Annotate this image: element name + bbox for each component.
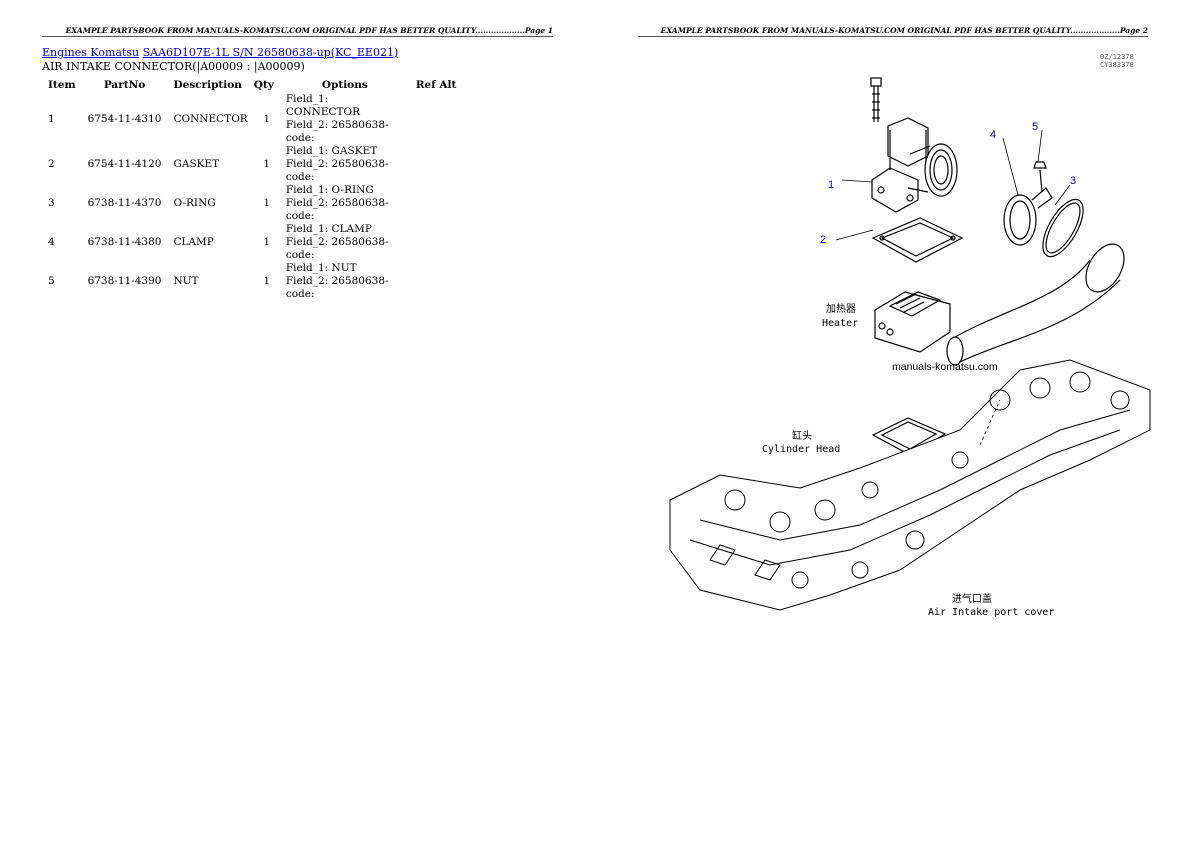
gasket-drawing [871,217,964,263]
cell-ref-alt [410,262,463,301]
cell-qty: 1 [263,112,271,125]
callout-3: 3 [1070,175,1076,187]
air-intake-cover-label-en: Air Intake port cover [928,607,1054,618]
leader-lines [835,129,1071,446]
option-line: Field_1: GASKET [285,145,378,157]
cylinder-head-label-cn: 缸头 [792,429,812,442]
callout-4: 4 [990,129,996,141]
column-header-options: Options [321,79,368,91]
section-title: AIR INTAKE CONNECTOR(|A00009 : |A00009) [42,60,305,73]
callout-5: 5 [1032,121,1038,133]
parts-table: Item PartNo Description Qty Options Ref … [42,77,462,301]
page-header-left: EXAMPLE PARTSBOOK FROM MANUALS-KOMATSU.C… [42,26,553,37]
cell-description: NUT [173,275,199,287]
cell-qty: 1 [263,197,271,209]
option-line: Field_1: O-RING [285,184,374,196]
heater-drawing [874,291,951,353]
cell-qty: 1 [263,275,271,287]
cell-ref-alt [410,93,463,145]
option-line: code: [285,288,315,300]
cell-ref-alt [410,223,463,262]
option-line: Field_2: 26580638- [285,119,389,131]
breadcrumb: Engines Komatsu SAA6D107E-1L S/N 2658063… [42,46,398,59]
bolt-drawing [870,77,882,122]
cell-item: 4 [48,236,55,248]
cell-description: CLAMP [173,236,214,248]
intake-pipe-drawing [946,243,1125,366]
cell-item: 5 [48,275,55,287]
column-header-ref-alt: Ref Alt [415,79,457,91]
figure-code-1: 0Z/12378 [1100,53,1134,61]
callout-2: 2 [820,234,826,246]
heater-label-cn: 加热器 [826,302,856,315]
column-header-partno: PartNo [103,79,146,91]
cell-description: GASKET [173,158,220,170]
cell-partno: 6738-11-4370 [87,197,162,209]
callout-1: 1 [828,179,834,191]
column-header-item: Item [48,79,76,91]
column-header-qty: Qty [253,79,274,91]
option-line: Field_2: 26580638- [285,158,389,170]
breadcrumb-link-model[interactable]: SAA6D107E-1L S/N 26580638-up(KC_EE021) [142,46,399,59]
connector-drawing [871,117,958,213]
option-line: code: [285,171,315,183]
option-line: Field_1: CONNECTOR [285,93,361,118]
page-header-right: EXAMPLE PARTSBOOK FROM MANUALS-KOMATSU.C… [638,26,1148,37]
option-line: Field_2: 26580638- [285,236,389,248]
option-line: Field_1: CLAMP [285,223,372,235]
cell-description: O-RING [173,197,216,209]
cell-partno: 6754-11-4120 [87,158,162,170]
cell-partno: 6738-11-4390 [87,275,162,287]
column-header-description: Description [173,79,242,91]
figure-code-2: CY383378 [1100,61,1134,69]
cell-partno: 6754-11-4310 [87,112,162,125]
cell-item: 2 [48,158,55,170]
heater-label-en: Heater [822,318,858,329]
port-cover-gasket-drawing [871,417,947,456]
cell-ref-alt [410,145,463,184]
cylinder-head-drawing [669,359,1151,611]
option-line: code: [285,249,315,261]
figure-codes: 0Z/12378 CY383378 [1100,53,1134,69]
cylinder-head-label-en: Cylinder Head [762,444,840,455]
table-header-row: Item PartNo Description Qty Options Ref … [42,77,462,93]
watermark-text: manuals-komatsu.com [892,361,998,373]
option-line: code: [285,210,315,222]
cell-ref-alt [410,184,463,223]
option-line: Field_1: NUT [285,262,357,274]
option-line: Field_2: 26580638- [285,197,389,209]
option-line: code: [285,132,315,144]
o-ring-drawing [1042,198,1084,258]
exploded-parts-diagram: 1 2 3 4 5 加热器 Heater manuals-komatsu.com… [669,77,1151,618]
cell-qty: 1 [263,158,271,170]
cell-qty: 1 [263,236,271,248]
clamp-drawing [1003,161,1053,246]
cell-item: 3 [48,197,55,209]
cell-partno: 6738-11-4380 [87,236,162,248]
cell-description: CONNECTOR [173,112,248,125]
air-intake-cover-label-cn: 进气口盖 [952,592,992,605]
table-row: 1 6754-11-4310 CONNECTOR 1 Field_1: CONNECTO… [42,93,462,145]
option-line: Field_2: 26580638- [285,275,389,287]
cell-item: 1 [48,112,55,125]
breadcrumb-link-engines[interactable]: Engines Komatsu [42,46,140,59]
